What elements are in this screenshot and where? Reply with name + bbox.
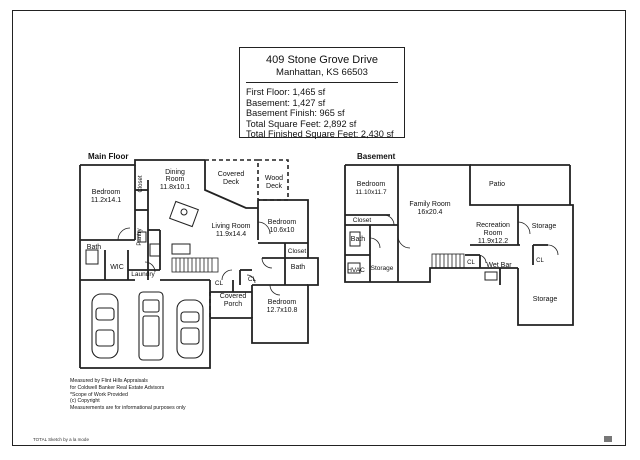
label-dining-room: Room <box>166 176 185 183</box>
label-covered-porch: Covered <box>220 293 247 300</box>
info-basement-finish: Basement Finish: 965 sf <box>246 108 345 119</box>
label-b-cl1: CL <box>467 260 475 266</box>
label-recreation-room: Room <box>484 230 503 237</box>
page-frame <box>12 10 626 446</box>
property-address: 409 Stone Grove Drive <box>266 54 378 66</box>
basement-door-swings <box>369 214 559 264</box>
label-b-cl2: CL <box>536 258 544 264</box>
label-hvac: HVAC <box>347 267 365 274</box>
footnote-line: Measurements are for informational purpo… <box>70 405 186 412</box>
basement-walls <box>344 164 574 326</box>
label-recreation-size: 11.9x12.2 <box>478 238 508 245</box>
kitchen-fixtures <box>85 200 199 265</box>
label-bedroom2-size: 10.6x10 <box>270 227 295 234</box>
property-city: Manhattan, KS 66503 <box>276 67 368 78</box>
basement-stairs <box>431 253 465 269</box>
label-b-bedroom: Bedroom <box>357 181 386 188</box>
property-info-box: 409 Stone Grove Drive Manhattan, KS 6650… <box>239 47 405 140</box>
label-bedroom2: Bedroom <box>268 219 297 226</box>
door-swings <box>117 221 281 296</box>
label-laundry: Laundry <box>131 271 155 278</box>
basement-fixtures <box>347 231 498 281</box>
label-storage3: Storage <box>533 296 558 303</box>
main-floor-labels: Bedroom 11.2x14.1 Closet Dining Room 11.… <box>87 169 307 314</box>
label-living: Living Room <box>212 223 251 230</box>
label-living-size: 11.9x14.4 <box>216 231 246 238</box>
footnote-line: Measured by Flint Hills Appraisals <box>70 378 148 384</box>
label-b-closet: Closet <box>353 217 372 224</box>
label-b-bedroom-size: 11.10x11.7 <box>355 189 387 196</box>
label-wic: WIC <box>110 264 124 271</box>
info-basement: Basement: 1,427 sf <box>246 97 326 108</box>
label-wood-deck-2: Deck <box>266 183 282 190</box>
label-family: Family Room <box>409 201 450 208</box>
label-pantry: Pantry <box>137 228 143 245</box>
footnote-line: (c) Copyright <box>70 398 100 405</box>
info-divider <box>246 82 398 83</box>
label-wood-deck: Wood <box>265 175 283 182</box>
label-storage1: Storage <box>532 223 557 230</box>
sketch-credit: TOTAL Sketch by a la mode <box>33 437 89 442</box>
garage-cars <box>91 291 204 361</box>
info-total-finished-sf: Total Finished Square Feet: 2,430 sf <box>246 129 394 140</box>
footnote-line: *Scope of Work Provided <box>70 391 128 398</box>
label-wetbar: Wet Bar <box>486 262 512 269</box>
label-closet2: Closet <box>288 248 307 255</box>
label-covered-deck-2: Deck <box>223 179 239 186</box>
footnote-line: for Coldwell Banker Real Estate Advisors <box>70 384 165 391</box>
label-bedroom1-size: 11.2x14.1 <box>91 197 121 204</box>
label-b-bath: Bath <box>351 236 366 243</box>
label-bath1: Bath <box>87 244 102 251</box>
label-covered-deck: Covered <box>218 171 245 178</box>
label-cl1: CL <box>215 280 224 287</box>
label-bath2: Bath <box>291 264 306 271</box>
label-bedroom1: Bedroom <box>92 189 121 196</box>
info-total-sf: Total Square Feet: 2,892 sf <box>246 118 357 129</box>
label-covered-porch-2: Porch <box>224 301 242 308</box>
label-recreation: Recreation <box>476 222 510 229</box>
label-dining: Dining <box>165 169 185 176</box>
deck-outline <box>205 159 289 318</box>
measurement-footnote: Measured by Flint Hills Appraisals for C… <box>70 378 186 412</box>
info-first-floor: First Floor: 1,465 sf <box>246 87 326 97</box>
label-dining-size: 11.8x10.1 <box>160 184 190 191</box>
corner-mark <box>604 436 612 442</box>
main-stairs <box>171 257 219 273</box>
label-patio: Patio <box>489 181 505 188</box>
label-bedroom3: Bedroom <box>268 299 297 306</box>
label-family-size: 16x20.4 <box>418 209 443 216</box>
main-floor-heading: Main Floor <box>88 152 129 161</box>
label-cl2: CL <box>248 276 257 283</box>
label-storage2: Storage <box>371 265 394 272</box>
basement-labels: Bedroom 11.10x11.7 Family Room 16x20.4 P… <box>347 181 557 303</box>
basement-heading: Basement <box>357 152 396 161</box>
label-bedroom3-size: 12.7x10.8 <box>267 307 298 314</box>
label-closet1: Closet <box>138 175 144 192</box>
